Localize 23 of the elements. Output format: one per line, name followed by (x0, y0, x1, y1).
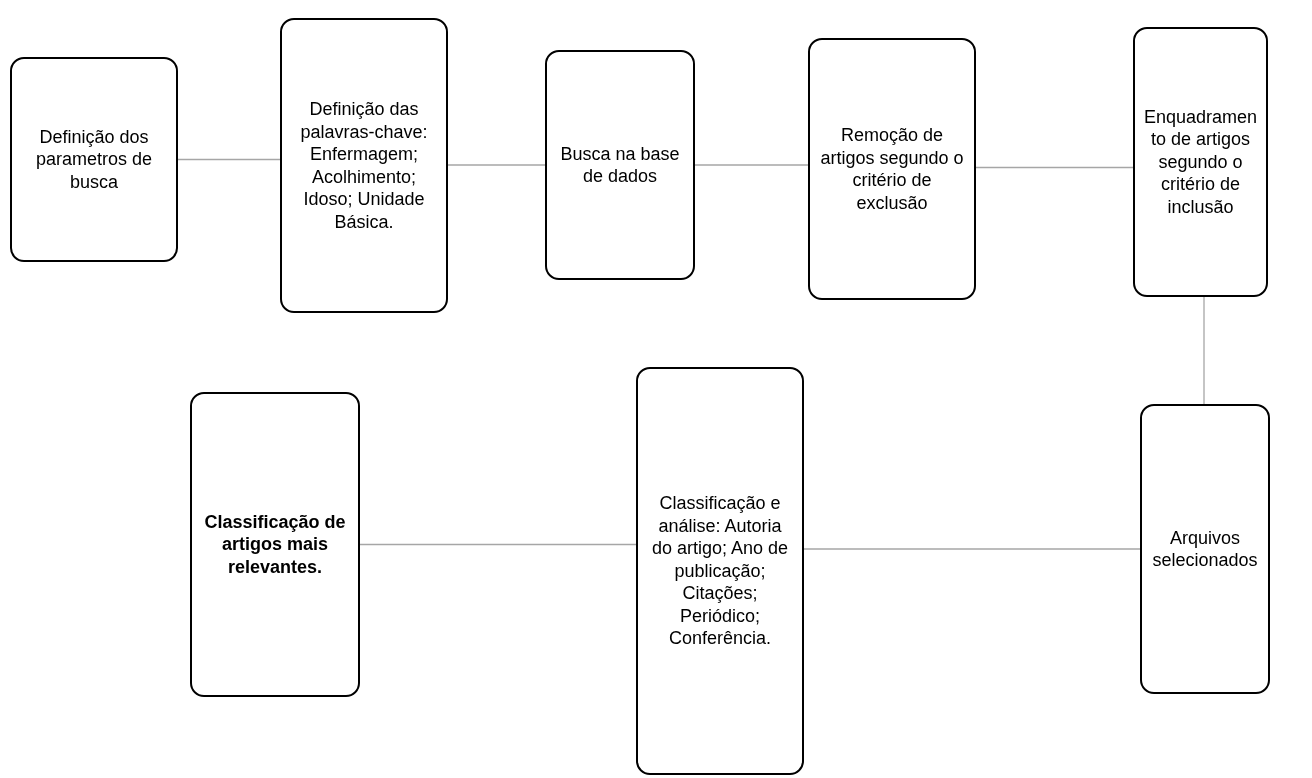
connector-line (1203, 296, 1205, 405)
step-text: Definição dos parametros de busca (34, 125, 154, 194)
process-box (636, 367, 804, 775)
connector-line (975, 166, 1134, 169)
process-box (190, 392, 360, 697)
step-text: Enquadramento de artigos segundo o critério de inclusão (1143, 105, 1258, 219)
connector-line (447, 164, 546, 166)
connector-line (177, 158, 281, 161)
step-text: Busca na base de dados (559, 142, 681, 188)
process-box (10, 57, 178, 262)
step-text: Definição das palavras-chave: Enfermagem; Acolhimento; Idoso; Unidade Básica. (299, 98, 429, 233)
process-box (1140, 404, 1270, 694)
connector-line (694, 164, 809, 166)
step-text: Classificação de artigos mais relevantes. (203, 510, 347, 579)
step-text: Classificação e análise: Autoria do artigo; Ano de publicação; Citações; Periódico; Conferência. (650, 492, 790, 650)
process-box (280, 18, 448, 313)
step-text: Arquivos selecionados (1151, 526, 1259, 572)
process-box (1133, 27, 1268, 297)
process-box (808, 38, 976, 300)
step-text: Remoção de artigos segundo o critério de exclusão (819, 124, 965, 214)
connector-line (359, 543, 637, 546)
process-box (545, 50, 695, 280)
connector-line (803, 548, 1141, 550)
